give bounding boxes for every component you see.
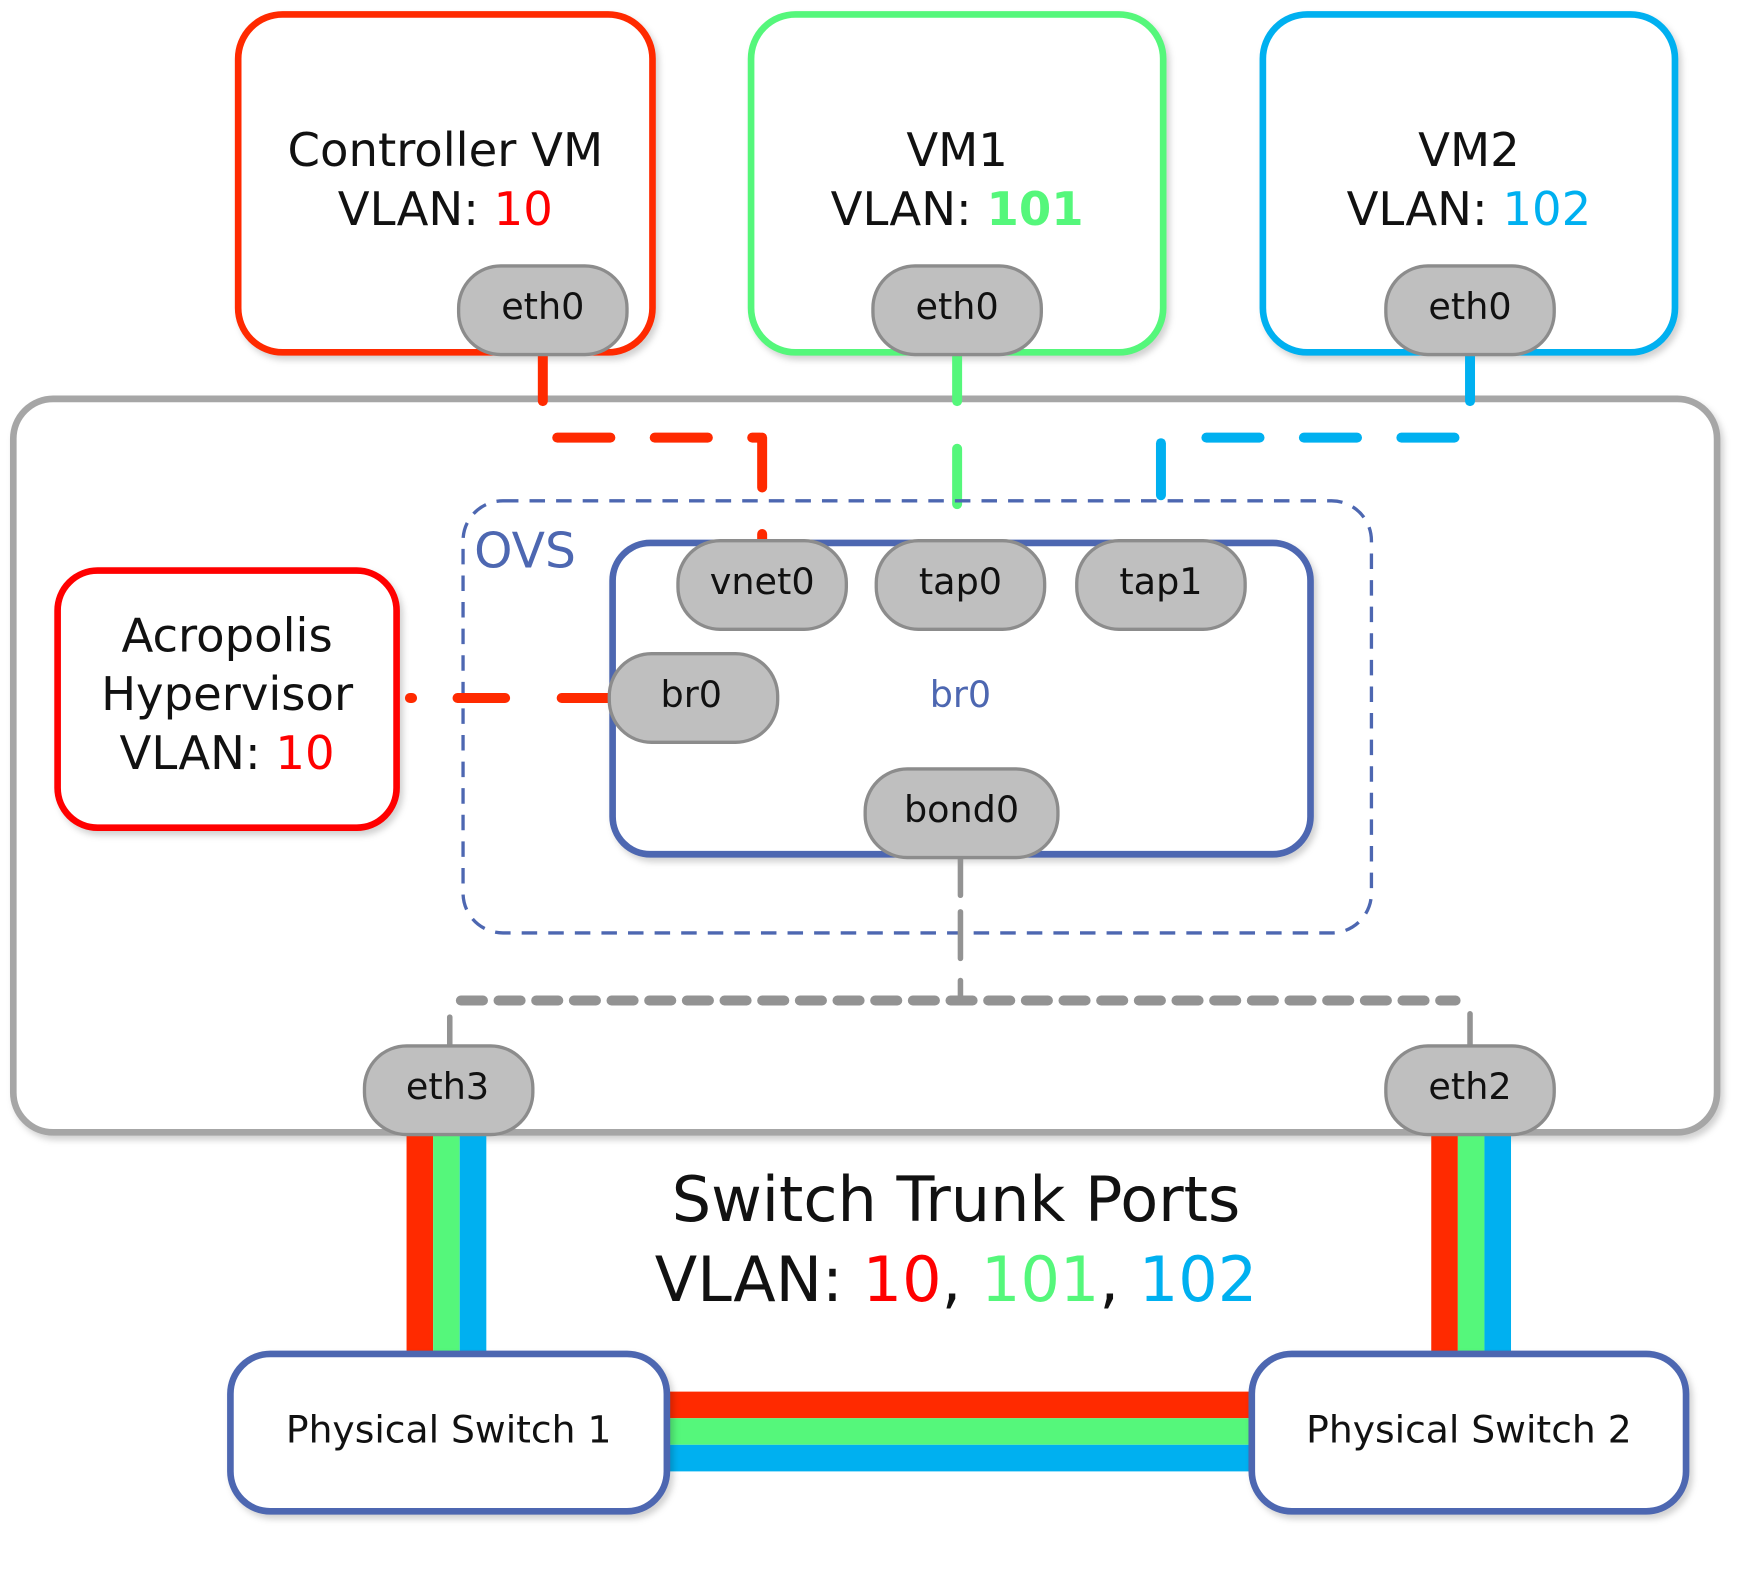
nic-pill[interactable] [456, 264, 629, 357]
nic-pill[interactable] [863, 767, 1060, 860]
vm1[interactable]: VM1 VLAN: 101 [747, 11, 1167, 356]
physical-switch-2[interactable]: Physical Switch 2 [1248, 1350, 1690, 1515]
controller-vm-link [537, 349, 768, 548]
port-tap1[interactable]: tap1 [1075, 539, 1247, 631]
controller-vm-title: Controller VM [288, 123, 604, 177]
hypervisor-box[interactable] [54, 567, 400, 831]
nic-label: eth3 [406, 1065, 489, 1108]
nic-pill[interactable] [874, 539, 1047, 631]
vm2-vlan: VLAN: 102 [1347, 182, 1592, 236]
switch-box[interactable] [1248, 1350, 1690, 1515]
nic-label: eth2 [1428, 1065, 1511, 1108]
vm2[interactable]: VM2 VLAN: 102 [1259, 11, 1679, 356]
controller-vm-eth0[interactable]: eth0 [456, 264, 629, 357]
port-vnet0[interactable]: vnet0 [676, 539, 849, 631]
trunk-vlans: VLAN: 10, 101, 102 [655, 1243, 1257, 1316]
nic-pill[interactable] [1384, 264, 1556, 357]
controller-vm-vlan: VLAN: 10 [338, 182, 553, 236]
vm1-title: VM1 [906, 123, 1008, 177]
hypervisor-vlan: VLAN: 10 [120, 726, 335, 780]
nic-label: eth0 [501, 285, 584, 328]
port-tap0[interactable]: tap0 [874, 539, 1047, 631]
port-br0[interactable]: br0 [607, 652, 780, 745]
ovs-label: OVS [474, 523, 576, 579]
host-nic-eth2[interactable]: eth2 [1384, 1044, 1556, 1137]
hypervisor-line1: Acropolis [121, 608, 332, 662]
nic-label: tap0 [919, 560, 1002, 603]
inter-switch-link [664, 1391, 1258, 1472]
switch-label: Physical Switch 2 [1306, 1408, 1632, 1452]
trunk-title: Switch Trunk Ports [672, 1163, 1241, 1236]
nic-pill[interactable] [607, 652, 780, 745]
vm2-link [1155, 349, 1476, 501]
nic-pill[interactable] [1075, 539, 1247, 631]
switch-box[interactable] [227, 1350, 671, 1515]
nic-label: eth0 [916, 285, 999, 328]
nic-label: bond0 [904, 788, 1019, 831]
vm2-title: VM2 [1418, 123, 1520, 177]
ovs-box [461, 499, 1374, 935]
br0-bridge-label: br0 [930, 673, 991, 716]
vm2-eth0[interactable]: eth0 [1384, 264, 1556, 357]
switch-label: Physical Switch 1 [286, 1408, 612, 1452]
hypervisor-line2: Hypervisor [101, 667, 354, 721]
nic-pill[interactable] [1384, 1044, 1556, 1137]
trunk-cable-right [1431, 1130, 1512, 1354]
nic-pill[interactable] [676, 539, 849, 631]
physical-switch-1[interactable]: Physical Switch 1 [227, 1350, 671, 1515]
port-bond0[interactable]: bond0 [863, 767, 1060, 860]
nic-pill[interactable] [362, 1044, 535, 1137]
acropolis-hypervisor[interactable]: Acropolis Hypervisor VLAN: 10 [54, 567, 400, 831]
nic-label: br0 [661, 673, 722, 716]
host-nic-eth3[interactable]: eth3 [362, 1044, 535, 1137]
nic-label: eth0 [1428, 285, 1511, 328]
vm1-eth0[interactable]: eth0 [871, 264, 1043, 357]
bond-uplink [446, 852, 1473, 1049]
nic-pill[interactable] [871, 264, 1043, 357]
trunk-cable-left [406, 1130, 487, 1354]
vm1-vlan: VLAN: 101 [831, 182, 1084, 236]
nic-label: tap1 [1119, 560, 1202, 603]
nic-label: vnet0 [710, 560, 815, 603]
